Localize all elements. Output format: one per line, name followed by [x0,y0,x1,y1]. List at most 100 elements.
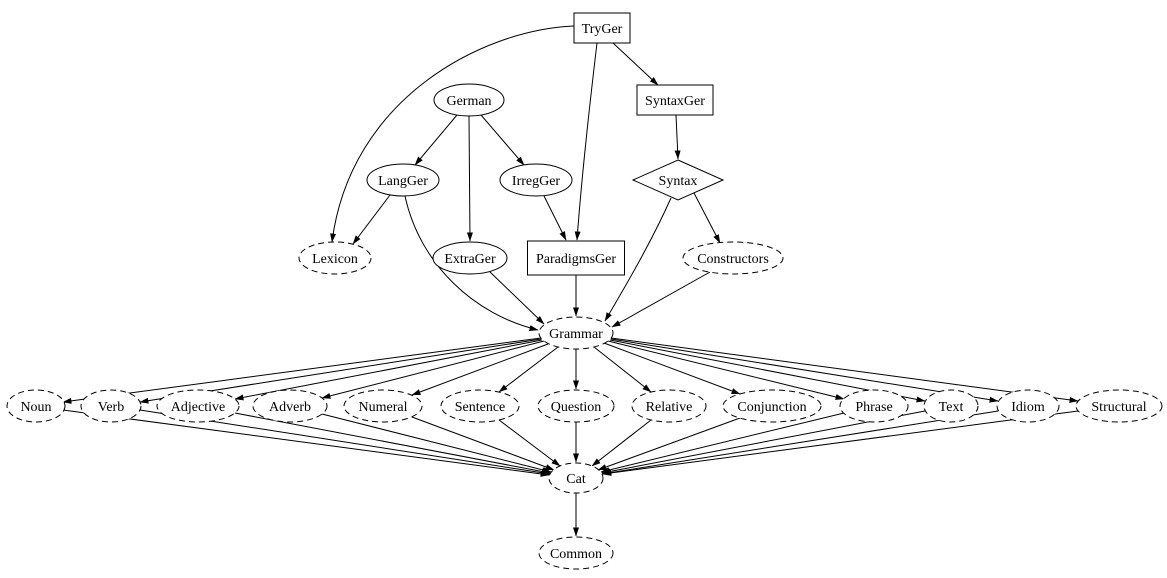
node-label: Constructors [697,252,769,267]
edge-Syntax-Constructors [693,192,721,244]
node-label: Syntax [659,174,698,189]
node-Question: Question [537,389,615,423]
edge-Constructors-Grammar [611,271,711,328]
ellipse-shape [499,163,573,197]
ellipse-shape [537,389,615,423]
node-label: Numeral [359,400,408,415]
node-label: Cat [566,472,586,487]
node-label: Verb [98,400,124,415]
node-Numeral: Numeral [343,389,423,423]
node-label: Relative [646,400,693,415]
edge-Grammar-Noun [62,337,542,404]
node-Cat: Cat [548,462,604,494]
node-Verb: Verb [80,389,142,423]
node-Noun: Noun [6,389,66,423]
ellipse-shape [538,536,614,570]
node-TryGer: TryGer [573,12,631,44]
ellipse-shape [839,389,909,423]
edge-Adjective-Cat [234,412,551,475]
ellipse-shape [80,389,142,423]
edge-Sentence-Cat [498,419,561,467]
node-label: Noun [20,400,51,415]
ellipse-shape [996,389,1060,423]
edge-Phrase-Cat [600,412,845,473]
edge-TryGer-Lexicon [330,25,575,243]
node-SyntaxGer: SyntaxGer [636,84,714,116]
node-label: Question [551,400,602,415]
node-label: Lexicon [312,252,358,267]
edge-Grammar-Conjunction [603,342,741,395]
ellipse-shape [538,316,614,350]
node-Adjective: Adjective [156,389,240,423]
node-label: Text [939,400,964,415]
edge-Relative-Cat [591,419,652,467]
node-Phrase: Phrase [839,389,909,423]
node-label: LangGer [378,174,428,189]
edge-German-LangGer [414,114,458,166]
edge-Noun-Cat [62,409,550,477]
edge-Grammar-Idiom [610,338,999,403]
node-label: Sentence [455,400,506,415]
node-IrregGer: IrregGer [499,163,573,197]
node-label: Structural [1091,400,1146,415]
edge-LangGer-Lexicon [352,194,391,245]
ellipse-shape [6,389,66,423]
ellipse-shape [366,163,440,197]
edge-German-ExtraGer [466,115,473,242]
ellipse-shape [432,241,508,275]
node-Sentence: Sentence [440,389,520,423]
edge-Grammar-Relative [593,346,652,393]
edge-Conjunction-Cat [597,417,741,471]
edge-Structural-Cat [602,410,1079,476]
node-Text: Text [923,389,979,423]
edge-Grammar-Numeral [411,343,549,396]
node-Relative: Relative [631,389,707,423]
edge-SyntaxGer-Syntax [674,114,681,160]
edge-Grammar-Sentence [498,346,559,393]
node-LangGer: LangGer [366,163,440,197]
node-label: IrregGer [512,174,561,189]
edge-Adverb-Cat [321,413,552,473]
edge-LangGer-Grammar [404,195,539,331]
ellipse-shape [343,389,423,423]
edge-IrregGer-ParadigmsGer [543,195,567,241]
edge-German-IrregGer [480,114,525,166]
ellipse-shape [252,389,328,423]
node-Lexicon: Lexicon [298,241,372,275]
diamond-shape [631,159,725,201]
node-Idiom: Idiom [996,389,1060,423]
node-Syntax: Syntax [631,159,725,201]
node-Conjunction: Conjunction [722,389,822,423]
node-ParadigmsGer: ParadigmsGer [527,240,625,276]
node-label: Grammar [549,327,603,342]
node-label: Conjunction [737,400,806,415]
edge-Syntax-Grammar [604,197,672,322]
edge-TryGer-ParadigmsGer [574,42,598,241]
box-shape [527,240,625,276]
node-label: ExtraGer [444,252,496,267]
ellipse-shape [1075,389,1163,423]
edge-TryGer-SyntaxGer [612,42,659,86]
node-label: TryGer [582,22,623,37]
edge-Grammar-Adverb [321,340,545,399]
node-label: German [446,94,491,109]
ellipse-shape [156,389,240,423]
node-label: Adjective [171,400,225,415]
edge-Grammar-Adjective [234,339,543,401]
node-Grammar: Grammar [538,316,614,350]
ellipse-shape [298,241,372,275]
edge-ExtraGer-Grammar [488,270,545,325]
node-Constructors: Constructors [682,241,784,275]
edge-Numeral-Cat [411,416,555,471]
ellipse-shape [631,389,707,423]
node-Adverb: Adverb [252,389,328,423]
node-label: Idiom [1011,400,1045,415]
ellipse-shape [682,241,784,275]
ellipse-shape [923,389,979,423]
ellipse-shape [440,389,520,423]
node-ExtraGer: ExtraGer [432,241,508,275]
ellipse-shape [433,83,505,117]
node-Structural: Structural [1075,389,1163,423]
node-label: Adverb [269,400,311,415]
